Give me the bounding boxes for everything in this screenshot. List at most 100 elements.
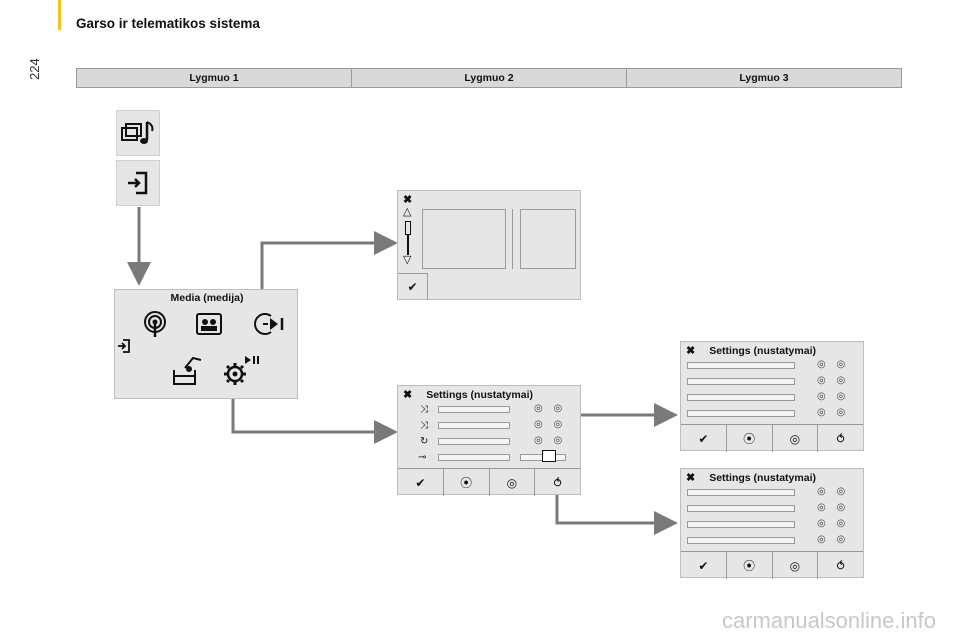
radio-options[interactable]: ◎ ◎ (817, 375, 850, 386)
shuffle-icon: ⤨ (420, 420, 428, 431)
tab-signal[interactable]: ⥀ (818, 425, 863, 452)
scroll-down-icon[interactable]: ▽ (403, 254, 412, 266)
settings-tabs: ✔ ⦿ ◎ ⥀ (398, 468, 580, 496)
settings-tabs: ✔ ⦿ ◎ ⥀ (681, 551, 863, 579)
settings-panel-l3b: ✖ Settings (nustatymai) ◎ ◎ ◎ ◎ ◎ ◎ ◎ ◎ … (680, 468, 864, 579)
settings-tabs: ✔ ⦿ ◎ ⥀ (681, 424, 863, 452)
radio-options[interactable]: ◎ ◎ (534, 403, 567, 414)
tab-signal[interactable]: ⥀ (818, 552, 863, 579)
arrow-to-settings-l2 (231, 388, 398, 444)
cable-icon: ⊸ (418, 452, 427, 463)
tab-radio[interactable]: ◎ (490, 469, 536, 496)
music-folder-icon[interactable] (171, 356, 203, 386)
setting-field (438, 454, 510, 461)
level-2-label: Lygmuo 2 (352, 69, 627, 87)
settings-header: ✖ Settings (nustatymai) (686, 471, 816, 485)
radio-broadcast-icon: ◎ (506, 475, 518, 490)
settings-panel-l3a: ✖ Settings (nustatymai) ◎ ◎ ◎ ◎ ◎ ◎ ◎ ◎ … (680, 341, 864, 452)
setting-field (687, 489, 795, 496)
list-item-tile[interactable] (422, 209, 506, 269)
tab-signal[interactable]: ⥀ (535, 469, 580, 496)
video-icon: ⦿ (743, 559, 756, 573)
slider-thumb[interactable] (542, 450, 556, 462)
page-title: Garso ir telematikos sistema (76, 16, 260, 31)
tab-radio[interactable]: ◎ (773, 552, 819, 579)
divider (512, 209, 513, 269)
tab-radio[interactable]: ◎ (773, 425, 819, 452)
close-icon[interactable]: ✖ (686, 472, 696, 484)
radio-options[interactable]: ◎ ◎ (817, 407, 850, 418)
radio-broadcast-icon: ◎ (789, 558, 801, 573)
signal-icon: ⥀ (836, 558, 845, 573)
radio-broadcast-icon: ◎ (789, 431, 801, 446)
close-icon[interactable]: ✖ (686, 345, 696, 357)
media-panel: Media (medija) (114, 289, 298, 399)
setting-field (687, 505, 795, 512)
audio-settings-icon[interactable] (223, 354, 261, 386)
photos-icon[interactable] (195, 312, 223, 336)
check-icon: ✔ (698, 558, 709, 573)
radio-options[interactable]: ◎ ◎ (534, 419, 567, 430)
arrow-to-settings-l3b (555, 495, 678, 535)
scroll-up-icon[interactable]: △ (403, 206, 412, 218)
radio-options[interactable]: ◎ ◎ (817, 518, 850, 529)
settings-header: ✖ Settings (nustatymai) (403, 388, 533, 402)
confirm-button[interactable]: ✔ (398, 469, 444, 496)
radio-options[interactable]: ◎ ◎ (534, 435, 567, 446)
confirm-button[interactable]: ✔ (681, 552, 727, 579)
tab-video[interactable]: ⦿ (727, 552, 773, 579)
arrow-to-list-panel (260, 231, 398, 300)
settings-header: ✖ Settings (nustatymai) (686, 344, 816, 358)
check-icon: ✔ (407, 280, 418, 294)
source-input-icon (128, 171, 148, 195)
video-icon: ⦿ (743, 432, 756, 446)
media-note-icon (121, 121, 154, 144)
scrollbar-thumb[interactable] (405, 221, 411, 235)
signal-icon: ⥀ (836, 431, 845, 446)
accent-bar (58, 0, 61, 30)
radio-options[interactable]: ◎ ◎ (817, 391, 850, 402)
close-icon[interactable]: ✖ (403, 194, 413, 206)
setting-field (687, 537, 795, 544)
video-play-icon[interactable] (251, 312, 287, 336)
confirm-button[interactable]: ✔ (398, 273, 428, 300)
tab-video[interactable]: ⦿ (727, 425, 773, 452)
setting-field (687, 362, 795, 369)
setting-field (687, 410, 795, 417)
check-icon: ✔ (415, 475, 426, 490)
signal-icon: ⥀ (553, 475, 562, 490)
setting-field (438, 438, 510, 445)
media-panel-title: Media (medija) (170, 292, 244, 304)
radio-options[interactable]: ◎ ◎ (817, 359, 850, 370)
settings-title: Settings (nustatymai) (709, 471, 816, 484)
setting-field (438, 422, 510, 429)
shuffle-icon: ⤨ (420, 404, 428, 415)
list-panel: ✖ △ ▽ ✔ (397, 190, 581, 300)
radio-broadcast-icon[interactable] (141, 310, 169, 338)
radio-options[interactable]: ◎ ◎ (817, 534, 850, 545)
source-small-icon[interactable] (117, 338, 131, 354)
confirm-button[interactable]: ✔ (681, 425, 727, 452)
video-icon: ⦿ (460, 476, 473, 490)
check-icon: ✔ (698, 431, 709, 446)
radio-options[interactable]: ◎ ◎ (817, 502, 850, 513)
source-button[interactable] (116, 160, 160, 206)
setting-field (687, 521, 795, 528)
radio-options[interactable]: ◎ ◎ (817, 486, 850, 497)
repeat-icon: ↻ (420, 436, 429, 447)
settings-title: Settings (nustatymai) (426, 388, 533, 401)
scrollbar-track (407, 235, 409, 255)
media-music-button[interactable] (116, 110, 160, 156)
settings-panel-l2: ✖ Settings (nustatymai) ⤨ ◎ ◎ ⤨ ◎ ◎ ↻ ◎ … (397, 385, 581, 496)
level-1-label: Lygmuo 1 (77, 69, 352, 87)
list-item-tile[interactable] (520, 209, 576, 269)
tab-video[interactable]: ⦿ (444, 469, 490, 496)
level-3-label: Lygmuo 3 (739, 72, 789, 84)
setting-field (438, 406, 510, 413)
watermark: carmanualsonline.info (721, 608, 936, 633)
setting-field (687, 394, 795, 401)
setting-field (687, 378, 795, 385)
levels-header: Lygmuo 1 Lygmuo 2 Lygmuo 3 (76, 68, 902, 88)
settings-title: Settings (nustatymai) (709, 344, 816, 357)
close-icon[interactable]: ✖ (403, 389, 413, 401)
